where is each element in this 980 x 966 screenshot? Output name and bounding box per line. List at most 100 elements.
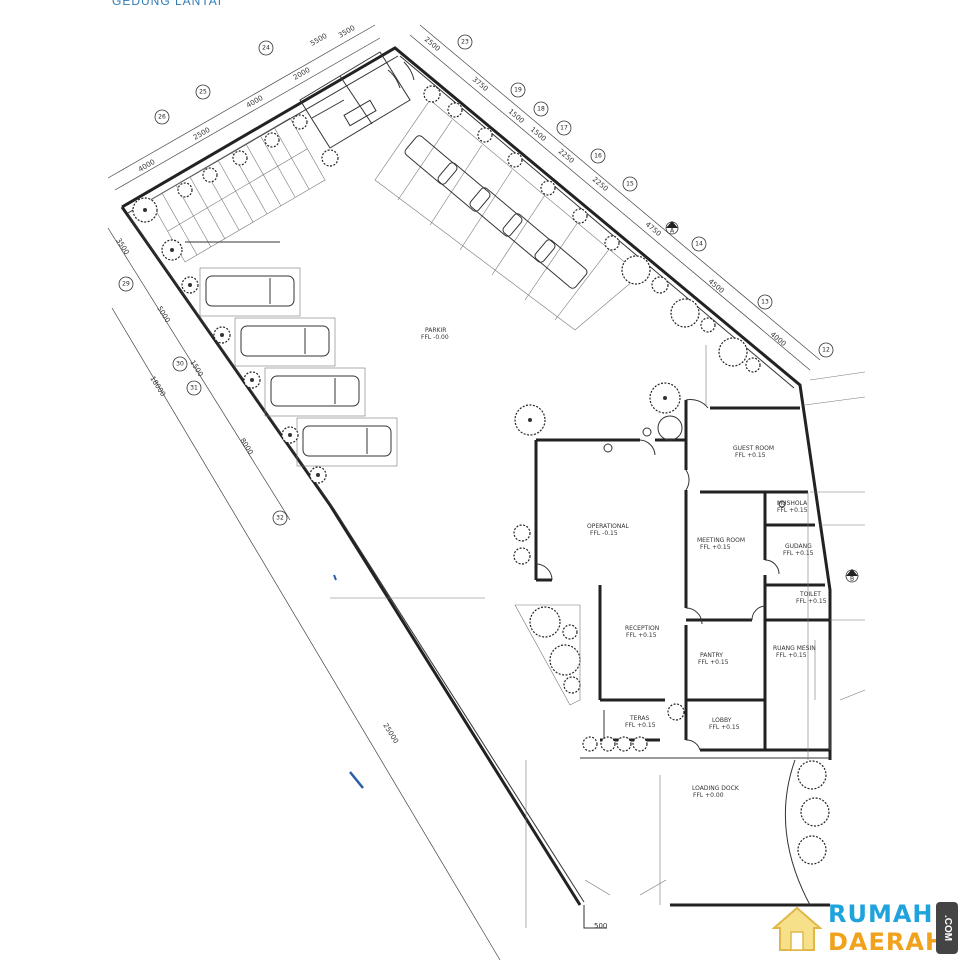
grid-bubble: 14 [691, 236, 707, 252]
tree-icon [572, 208, 588, 224]
tree-icon [621, 255, 651, 285]
room-label-guest: GUEST ROOM FFL +0.15 [733, 445, 774, 459]
grid-bubble: 13 [757, 294, 773, 310]
svg-text:FFL +0.15: FFL +0.15 [709, 724, 740, 731]
svg-text:8000: 8000 [238, 437, 254, 456]
room-label-parkir: PARKIR FFL -0.00 [421, 327, 449, 341]
tree-icon [477, 127, 493, 143]
dim-right-labels: 2500 3750 1500 1500 2250 2250 4750 4500 … [423, 35, 788, 348]
svg-text:TERAS: TERAS [629, 715, 649, 722]
svg-text:PANTRY: PANTRY [700, 652, 723, 659]
svg-text:RUANG MESIN: RUANG MESIN [773, 645, 816, 652]
tree-icon [667, 703, 685, 721]
svg-text:FFL +0.15: FFL +0.15 [796, 598, 827, 605]
svg-text:OPERATIONAL: OPERATIONAL [587, 523, 629, 530]
section-marker-b: B [845, 569, 859, 583]
grid-bubble: 18 [533, 101, 549, 117]
grid-bubble: 17 [556, 120, 572, 136]
room-label-mushola: MUSHOLA FFL +0.15 [777, 500, 808, 514]
house-icon [771, 906, 823, 951]
svg-text:32: 32 [276, 515, 284, 522]
tree-icon [540, 180, 556, 196]
svg-text:16: 16 [594, 153, 602, 160]
svg-text:FFL +0.15: FFL +0.15 [626, 632, 657, 639]
tree-icon [507, 152, 523, 168]
grid-bubble: 29 [118, 276, 134, 292]
svg-text:30: 30 [176, 361, 184, 368]
tree-icon [632, 736, 648, 752]
grid-bubble: 32 [272, 510, 288, 526]
tree-icon [616, 736, 632, 752]
tree-icon [513, 524, 531, 542]
svg-text:MUSHOLA: MUSHOLA [777, 500, 808, 507]
svg-text:500: 500 [594, 922, 607, 930]
svg-text:FFL +0.15: FFL +0.15 [700, 544, 731, 551]
tree-icon [582, 736, 598, 752]
tree-icon [161, 239, 183, 261]
grid-bubble: 26 [154, 109, 170, 125]
svg-text:18000: 18000 [148, 375, 167, 398]
building-walls [330, 345, 866, 905]
room-label-reception: RECEPTION FFL +0.15 [625, 625, 659, 639]
tree-icon [604, 235, 620, 251]
dim-left-labels: 3500 5000 1500 8000 18000 25000 500 [114, 237, 607, 930]
tree-icon [513, 547, 531, 565]
svg-text:4000: 4000 [137, 158, 156, 174]
tree-icon [243, 371, 261, 389]
landscaping [132, 85, 830, 906]
watermark-word-top: RUMAH [828, 900, 934, 928]
svg-text:3750: 3750 [471, 75, 490, 93]
svg-text:GUEST ROOM: GUEST ROOM [733, 445, 774, 452]
room-label-teras: TERAS FFL +0.15 [625, 715, 656, 729]
grid-bubble: 23 [457, 34, 473, 50]
tree-icon [447, 102, 463, 118]
room-label-toilet: TOILET FFL +0.15 [796, 591, 827, 605]
svg-text:FFL +0.15: FFL +0.15 [783, 550, 814, 557]
svg-text:1500: 1500 [188, 359, 204, 378]
doors [535, 399, 786, 751]
tree-icon [600, 736, 616, 752]
tree-icon [797, 835, 827, 865]
watermark-word-bottom: DAERAH [828, 928, 947, 956]
svg-text:FFL +0.15: FFL +0.15 [625, 722, 656, 729]
tree-icon [213, 326, 231, 344]
svg-text:18: 18 [537, 106, 545, 113]
grid-bubble: 30 [172, 356, 188, 372]
room-label-pantry: PANTRY FFL +0.15 [698, 652, 729, 666]
svg-text:5000: 5000 [155, 305, 171, 324]
svg-text:26: 26 [158, 114, 166, 121]
svg-text:15: 15 [626, 181, 634, 188]
svg-text:2250: 2250 [591, 175, 610, 193]
car-parking-top [374, 99, 641, 331]
car-parking-left [199, 267, 398, 467]
grid-bubble: 24 [258, 40, 274, 56]
watermark-logo: RUMAH DAERAH .COM [770, 898, 970, 958]
svg-text:FFL +0.00: FFL +0.00 [693, 792, 724, 799]
svg-text:2250: 2250 [557, 147, 576, 165]
tree-icon [800, 797, 830, 827]
room-label-operational: OPERATIONAL FFL -0.15 [587, 523, 629, 537]
svg-text:24: 24 [262, 45, 270, 52]
room-labels: PARKIR FFL -0.00 OPERATIONAL FFL -0.15 M… [421, 327, 827, 799]
tree-icon [292, 114, 308, 130]
tree-icon [529, 606, 561, 638]
svg-text:25: 25 [199, 89, 207, 96]
svg-text:PARKIR: PARKIR [425, 327, 446, 334]
svg-text:4750: 4750 [644, 220, 663, 238]
tree-icon [309, 466, 327, 484]
tree-icon [281, 426, 299, 444]
room-label-meeting: MEETING ROOM FFL +0.15 [697, 537, 745, 551]
tree-icon [563, 676, 581, 694]
tree-icon [797, 760, 827, 790]
svg-text:14: 14 [695, 241, 703, 248]
grid-bubble: 19 [510, 82, 526, 98]
grid-bubble: 25 [195, 84, 211, 100]
svg-text:1500: 1500 [507, 107, 526, 125]
tree-icon [514, 404, 546, 436]
site-boundary [120, 46, 832, 929]
tree-icon [264, 132, 280, 148]
grid-bubble: 31 [186, 380, 202, 396]
tree-icon [549, 644, 581, 676]
svg-text:FFL +0.15: FFL +0.15 [698, 659, 729, 666]
svg-text:FFL -0.15: FFL -0.15 [590, 530, 618, 537]
